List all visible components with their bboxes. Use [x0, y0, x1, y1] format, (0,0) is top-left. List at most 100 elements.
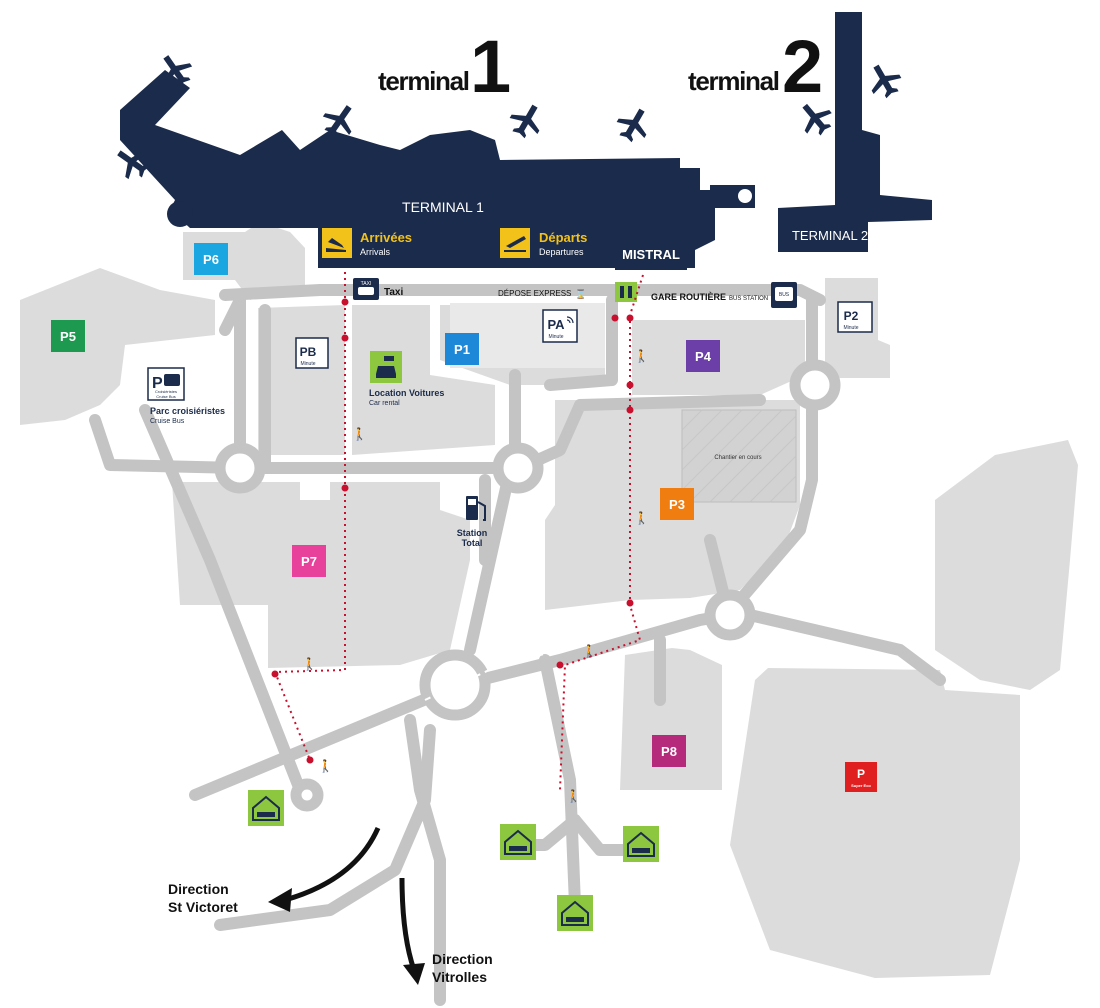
hourglass-icon: ⌛: [575, 288, 586, 299]
p6-label: P6: [203, 252, 219, 267]
terminal2-label: TERMINAL 2: [792, 228, 868, 243]
planes: [117, 55, 902, 180]
direction-stvictoret-1: Direction: [168, 881, 229, 897]
car-rental-sublabel: Car rental: [369, 400, 400, 407]
terminal2-header-word: terminal: [688, 66, 780, 96]
terminal1-node-white: [738, 189, 752, 203]
arrow-stvictoret: [284, 826, 381, 903]
p7-label: P7: [301, 554, 317, 569]
station-label-1: Station: [457, 528, 488, 538]
bus-icon: [164, 374, 180, 386]
arrow-vitrolles-head: [403, 963, 425, 985]
walker-icon: 🚶: [582, 644, 597, 658]
pb-label: PB: [300, 345, 317, 359]
p2-label: P2: [844, 309, 859, 323]
hotel-2[interactable]: [500, 824, 536, 860]
road-south-cross: [404, 714, 446, 1006]
parking-p3[interactable]: P3: [660, 488, 694, 520]
bus-sign: BUS: [771, 282, 797, 308]
direction-vitrolles-1: Direction: [432, 951, 493, 967]
super-eco-label: P: [857, 767, 865, 781]
pa-label: PA: [547, 317, 565, 332]
arrivals-sublabel: Arrivals: [360, 247, 391, 257]
p4-label: P4: [695, 349, 712, 364]
cruise-p-icon: P: [152, 375, 163, 392]
station-label-2: Total: [462, 538, 483, 548]
terminal1-node: [167, 201, 193, 227]
parking-p4[interactable]: P4: [686, 340, 720, 372]
road-hotel-branch: [539, 654, 581, 911]
p1-label: P1: [454, 342, 470, 357]
walker-icon: 🚶: [318, 759, 333, 773]
cruise-sublabel: Cruise Bus: [150, 418, 185, 425]
roundabout-p3: [704, 589, 756, 641]
parking-cruise[interactable]: P Croisiéristes Cruise Bus Parc croisiér…: [147, 367, 225, 425]
gare-routiere-label: GARE ROUTIÈRE: [651, 292, 726, 302]
mistral-label: MISTRAL: [622, 247, 680, 262]
walker-icon: 🚶: [566, 789, 581, 803]
p8-label: P8: [661, 744, 677, 759]
p5-label: P5: [60, 329, 76, 344]
terminal2-header-num: 2: [782, 25, 823, 108]
car-rental-label: Location Voitures: [369, 388, 444, 398]
arrivals-sign: Arrivées Arrivals: [322, 228, 412, 258]
terminal2-building: [778, 12, 932, 252]
pa-sublabel: Minute: [548, 334, 563, 340]
cruise-small-2: Cruise Bus: [156, 394, 176, 399]
arrivals-label: Arrivées: [360, 230, 412, 245]
parking-p2[interactable]: P2 Minute: [837, 301, 873, 333]
depose-express-label: DÉPOSE EXPRESS: [498, 289, 571, 298]
pb-sublabel: Minute: [300, 361, 315, 367]
roundabout-p4: [789, 359, 841, 411]
mistral-building: [615, 238, 687, 270]
super-eco-sublabel: Super Eco: [851, 783, 871, 788]
parking-p6[interactable]: P6: [194, 243, 228, 275]
road-east-to-eco: [744, 609, 946, 686]
toilets-icon: [615, 282, 637, 302]
area-location: [352, 305, 495, 455]
terminal1-label: TERMINAL 1: [402, 199, 484, 215]
chantier-zone: [681, 409, 797, 503]
parking-super-eco[interactable]: P Super Eco: [845, 762, 877, 792]
road-left-down: [139, 404, 306, 796]
plane-icon: [117, 150, 150, 180]
hotel-4[interactable]: [557, 895, 593, 931]
car-rental[interactable]: Location Voitures Car rental: [369, 351, 444, 407]
parking-p8[interactable]: P8: [652, 735, 686, 767]
bus-station-label: BUS STATION: [729, 296, 768, 302]
road-ring-p3: [704, 534, 731, 606]
p3-label: P3: [669, 497, 685, 512]
svg-text:TAXI: TAXI: [361, 281, 372, 287]
parking-p5[interactable]: P5: [51, 320, 85, 352]
terminal1-header-word: terminal: [378, 66, 470, 96]
roundabout-middle: [492, 442, 544, 494]
area-p6: [183, 222, 305, 300]
hotel-3[interactable]: [623, 826, 659, 862]
walker-icon: 🚶: [352, 427, 367, 441]
parking-pb[interactable]: PB Minute: [295, 337, 329, 369]
cruise-small-1: Croisiéristes: [155, 389, 177, 394]
area-p8: [620, 648, 722, 790]
fuel-station[interactable]: Station Total: [457, 496, 488, 548]
plane-icon: [802, 103, 832, 136]
parking-p7[interactable]: P7: [292, 545, 326, 577]
p2-sublabel: Minute: [843, 325, 858, 331]
taxi-label: Taxi: [384, 287, 403, 298]
parking-p1[interactable]: P1: [445, 333, 479, 365]
taxi-sign: TAXI Taxi: [353, 278, 403, 300]
arrow-stvictoret-head: [268, 888, 292, 912]
parking-pa[interactable]: PA Minute: [542, 309, 578, 343]
walker-icon: 🚶: [634, 511, 649, 525]
plane-icon: [322, 105, 352, 138]
area-super-eco-north: [935, 440, 1078, 690]
area-pb: [258, 305, 345, 455]
area-super-eco: [730, 668, 1020, 978]
walker-icon: 🚶: [302, 657, 317, 671]
chantier-label: Chantier en cours: [714, 455, 761, 461]
departures-sign: Départs Departures: [500, 228, 587, 258]
hotel-1[interactable]: [248, 790, 284, 826]
road-west-loop: [219, 294, 246, 461]
terminal1-header-num: 1: [470, 25, 511, 108]
arrow-vitrolles: [399, 877, 417, 971]
